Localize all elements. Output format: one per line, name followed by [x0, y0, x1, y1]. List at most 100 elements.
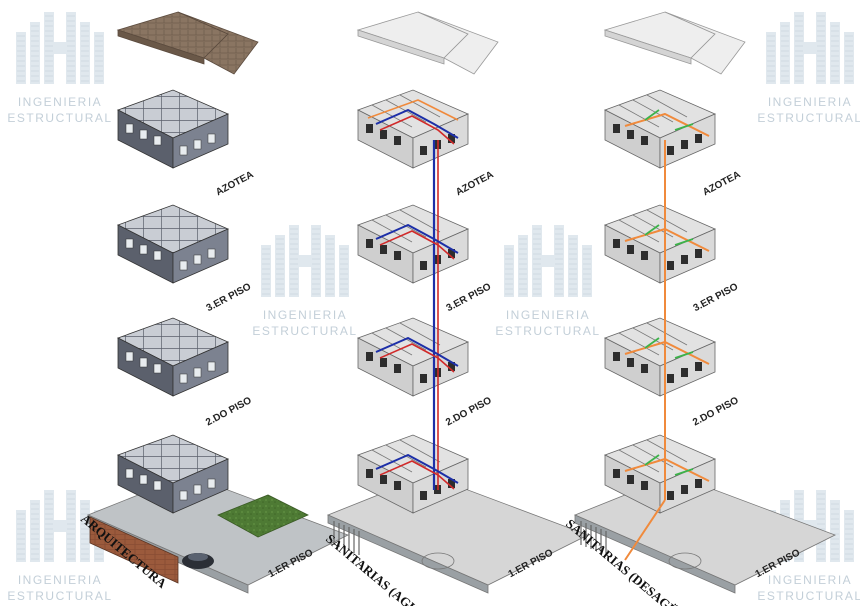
window	[394, 481, 401, 490]
watermark-bridge	[542, 255, 554, 267]
watermark-line1: INGENIERIA	[18, 573, 102, 587]
hot-branch	[379, 343, 455, 373]
window	[627, 130, 634, 139]
partition	[399, 94, 441, 118]
window	[153, 135, 162, 146]
window	[613, 469, 620, 478]
floor-label: AZOTEA	[214, 169, 255, 198]
window	[420, 146, 427, 155]
hot-branch	[379, 115, 455, 145]
watermark-line2: ESTRUCTURAL	[7, 589, 112, 603]
watermark-bar	[325, 235, 335, 297]
window	[380, 130, 387, 139]
watermark-bar	[30, 500, 40, 562]
watermark-bar	[311, 225, 321, 297]
garden-lawn	[217, 494, 309, 538]
watermark-line1: INGENIERIA	[768, 573, 852, 587]
window	[153, 363, 162, 374]
window	[125, 238, 134, 249]
vent-branch	[674, 351, 694, 359]
watermark-line2: ESTRUCTURAL	[252, 324, 357, 338]
watermark-bar	[94, 32, 104, 84]
partition	[618, 332, 660, 356]
window	[627, 358, 634, 367]
watermark-bar	[518, 235, 528, 297]
watermark-bar	[80, 22, 90, 84]
watermark-bar	[766, 32, 776, 84]
brick-fence	[89, 516, 179, 584]
roof-feed	[367, 99, 459, 121]
floor-label: 2.DO PISO	[691, 395, 741, 428]
floor-3	[603, 204, 717, 284]
drain-pipes	[624, 109, 710, 561]
partition	[646, 209, 688, 233]
watermark-bridge	[54, 520, 66, 532]
floor-1	[116, 434, 230, 514]
watermark-bar	[66, 12, 76, 84]
watermark-line2: ESTRUCTURAL	[757, 589, 860, 603]
floor-label: AZOTEA	[454, 169, 495, 198]
roof-eave	[604, 29, 692, 65]
window	[641, 364, 648, 373]
floor-2	[116, 317, 230, 397]
window	[179, 145, 188, 156]
watermark-bar	[830, 22, 840, 84]
window	[207, 248, 216, 259]
floor-4	[603, 89, 717, 169]
drain-branch	[624, 458, 710, 482]
partition	[646, 322, 688, 346]
window	[448, 362, 455, 371]
floor-4	[116, 89, 230, 169]
watermark-bar	[44, 12, 54, 84]
watermark-bar	[261, 245, 271, 297]
window	[380, 245, 387, 254]
partition	[618, 104, 660, 128]
watermark-bar	[582, 245, 592, 297]
vent-branch	[674, 468, 694, 476]
window	[394, 364, 401, 373]
window	[448, 479, 455, 488]
window	[681, 368, 688, 377]
floor-label: 2.DO PISO	[444, 395, 494, 428]
window	[125, 351, 134, 362]
watermark-bridge	[299, 255, 311, 267]
partition	[632, 444, 674, 468]
vent-branch	[674, 238, 694, 246]
drain-branch	[624, 228, 710, 252]
window	[207, 361, 216, 372]
vent-branch	[644, 454, 660, 466]
window	[193, 139, 202, 150]
window	[125, 123, 134, 134]
watermark-bar	[844, 510, 854, 562]
window	[627, 475, 634, 484]
cold-branch	[375, 454, 459, 484]
partition	[646, 439, 688, 463]
window	[695, 479, 702, 488]
window	[448, 134, 455, 143]
watermark-bar	[504, 245, 514, 297]
window	[420, 374, 427, 383]
cold-branch	[375, 337, 459, 367]
window	[613, 352, 620, 361]
watermark-line2: ESTRUCTURAL	[7, 111, 112, 125]
drain-outlet	[624, 499, 666, 561]
window	[641, 251, 648, 260]
window	[139, 129, 148, 140]
ground-edge	[574, 514, 736, 594]
window	[695, 362, 702, 371]
watermark-line1: INGENIERIA	[768, 95, 852, 109]
hot-branch	[379, 230, 455, 260]
watermark-line2: ESTRUCTURAL	[495, 324, 600, 338]
window	[139, 474, 148, 485]
floor-label: 3.ER PISO	[692, 281, 741, 314]
watermark-bar	[16, 32, 26, 84]
window	[667, 261, 674, 270]
window	[366, 469, 373, 478]
partition	[618, 219, 660, 243]
watermark-bar	[794, 12, 804, 84]
